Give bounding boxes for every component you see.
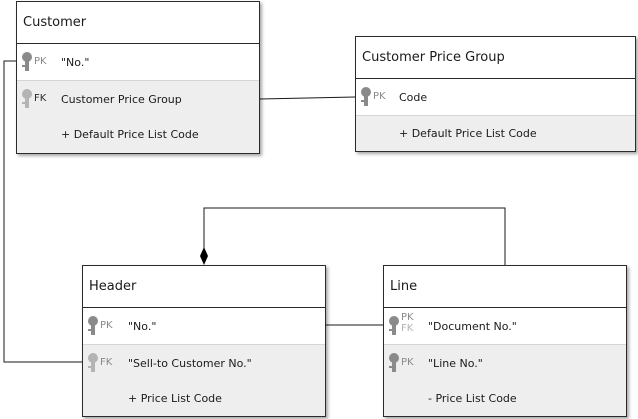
entity-name: Customer bbox=[23, 15, 87, 30]
key-label-fk: FK bbox=[100, 357, 113, 368]
key-icon bbox=[389, 353, 399, 372]
entity-header[interactable]: Header PK "No." FK "Sell-to Customer No.… bbox=[82, 265, 326, 417]
field-name: "Line No." bbox=[428, 357, 483, 370]
key-label-pk: PK bbox=[401, 312, 414, 323]
field-name: + Price List Code bbox=[128, 392, 222, 405]
field-row-no[interactable]: PK "No." bbox=[17, 44, 259, 81]
field-row-default-price-list-code[interactable]: + Default Price List Code bbox=[356, 116, 635, 151]
key-icon bbox=[88, 353, 98, 372]
field-name: "Sell-to Customer No." bbox=[128, 357, 252, 370]
key-icon bbox=[22, 89, 32, 108]
key-label-pk: PK bbox=[34, 56, 47, 67]
key-icon bbox=[389, 316, 399, 335]
key-label-pk: PK bbox=[373, 91, 386, 102]
field-name: "No." bbox=[61, 56, 90, 69]
entity-title-customer-price-group: Customer Price Group bbox=[356, 37, 635, 79]
connector-line-to-header-composition bbox=[203, 207, 506, 265]
field-row-code[interactable]: PK Code bbox=[356, 79, 635, 116]
entity-line[interactable]: Line PK FK "Document No." PK "Line No." … bbox=[383, 265, 627, 417]
field-name: "No." bbox=[128, 320, 157, 333]
field-row-no[interactable]: PK "No." bbox=[83, 308, 325, 345]
field-row-customer-price-group[interactable]: FK Customer Price Group bbox=[17, 81, 259, 117]
composition-diamond-icon bbox=[200, 247, 208, 265]
key-label-fk: FK bbox=[34, 93, 47, 104]
entity-name: Header bbox=[89, 279, 137, 294]
entity-customer[interactable]: Customer PK "No." FK Customer Price Grou… bbox=[16, 1, 260, 154]
entity-title-header: Header bbox=[83, 266, 325, 308]
field-name: Customer Price Group bbox=[61, 93, 182, 106]
field-row-sell-to-customer-no[interactable]: FK "Sell-to Customer No." bbox=[83, 345, 325, 381]
field-row-default-price-list-code[interactable]: + Default Price List Code bbox=[17, 117, 259, 153]
key-label-fk: FK bbox=[401, 323, 414, 334]
field-row-price-list-code[interactable]: - Price List Code bbox=[384, 381, 626, 416]
field-name: Code bbox=[399, 91, 428, 104]
entity-title-customer: Customer bbox=[17, 2, 259, 44]
field-row-price-list-code[interactable]: + Price List Code bbox=[83, 381, 325, 416]
field-name: + Default Price List Code bbox=[61, 128, 199, 141]
field-name: - Price List Code bbox=[428, 392, 517, 405]
key-label-pk: PK bbox=[100, 320, 113, 331]
key-icon bbox=[361, 87, 371, 106]
entity-name: Customer Price Group bbox=[362, 50, 505, 65]
field-name: + Default Price List Code bbox=[399, 127, 537, 140]
connector-price-group bbox=[259, 96, 356, 100]
field-name: "Document No." bbox=[428, 320, 517, 333]
key-icon bbox=[22, 52, 32, 71]
field-row-document-no[interactable]: PK FK "Document No." bbox=[384, 308, 626, 345]
key-label-pk: PK bbox=[401, 357, 414, 368]
entity-name: Line bbox=[390, 279, 418, 294]
connector-customer-no-to-header-sell-to bbox=[3, 60, 82, 363]
key-icon bbox=[88, 316, 98, 335]
entity-customer-price-group[interactable]: Customer Price Group PK Code + Default P… bbox=[355, 36, 636, 152]
field-row-line-no[interactable]: PK "Line No." bbox=[384, 345, 626, 381]
entity-title-line: Line bbox=[384, 266, 626, 308]
